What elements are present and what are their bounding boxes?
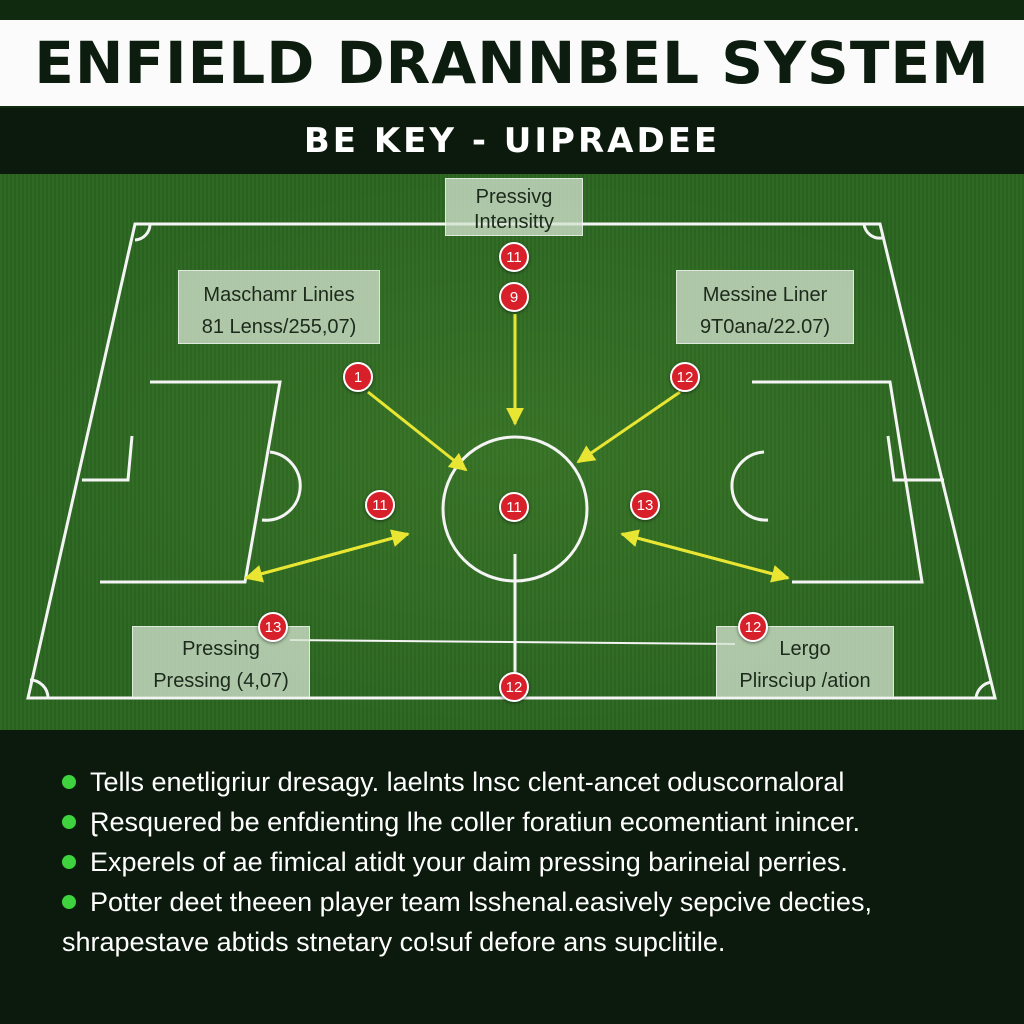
box-pressing-intensity: Pressivg Intensitty [445,178,583,236]
right-goal-box [886,435,944,482]
arrow-right-wing-return [620,529,789,580]
player-marker[interactable]: 9 [499,282,529,312]
arrow-left-to-center [367,390,468,472]
football-pitch: Pressivg Intensitty Maschamr Linies 81 L… [0,174,1024,730]
box-line: Messine Liner [702,284,828,306]
page-subtitle: BE KEY - UIPRADEE [303,121,721,161]
player-marker[interactable]: 12 [499,672,529,702]
corner-arc-tl [134,223,152,242]
box-line: Pressing [182,638,260,660]
corner-arc-br [974,680,993,699]
list-item-text: shrapestave abtids stnetary co!suf defor… [62,927,726,957]
player-marker[interactable]: 13 [630,490,660,520]
box-line: Pressing (4,07) [153,670,289,692]
player-marker[interactable]: 12 [738,612,768,642]
list-item-text: Experels of ae fimical atidt your daim p… [90,847,848,877]
pitch-lines [26,222,997,700]
list-item-text: Potter deet theeen player team lsshenal.… [90,887,872,917]
player-marker[interactable]: 12 [670,362,700,392]
player-marker[interactable]: 13 [258,612,288,642]
list-item: Tells enetligriur dresagy. laelnts lnsc … [62,762,992,802]
list-item: Ɽesquered be enfdienting lhe coller fora… [62,802,992,842]
pitch-boundary [26,222,997,700]
center-circle [441,435,589,583]
box-line: Maschamr Linies [203,284,355,306]
box-line: 81 Lenss/255,07) [201,316,357,338]
subtitle-banner: BE KEY - UIPRADEE [0,108,1024,174]
list-item-text: Tells enetligriur dresagy. laelnts lnsc … [90,767,845,797]
box-left-lines: Maschamr Linies 81 Lenss/255,07) [178,270,380,344]
notes-panel: Tells enetligriur dresagy. laelnts lnsc … [0,730,1024,1024]
corner-arc-tr [862,223,883,240]
title-banner: ENFIELD DRANNBEL SYSTEM [0,20,1024,106]
box-line: Plirscìup /ation [739,670,871,692]
left-penalty-arc [261,450,302,522]
box-line: Lergo [779,638,831,660]
list-item: Potter deet theeen player team lsshenal.… [62,882,992,922]
arrow-right-to-center [576,390,681,464]
list-item-continuation: shrapestave abtids stnetary co!suf defor… [34,922,992,962]
player-marker[interactable]: 11 [365,490,395,520]
player-marker[interactable]: 1 [343,362,373,392]
player-marker[interactable]: 11 [499,492,529,522]
corner-arc-bl [29,678,50,699]
bullet-dot-icon [62,895,76,909]
page-title: ENFIELD DRANNBEL SYSTEM [34,29,990,97]
right-penalty-box [752,380,924,584]
pitch-crossline [289,639,736,645]
right-penalty-arc [730,450,769,522]
left-penalty-box [100,380,282,584]
notes-list: Tells enetligriur dresagy. laelnts lnsc … [62,762,992,962]
box-right-lines: Messine Liner 9T0ana/22.07) [676,270,854,344]
left-goal-box [82,435,134,482]
bullet-dot-icon [62,775,76,789]
box-line: 9T0ana/22.07) [699,316,831,338]
list-item-text: Ɽesquered be enfdienting lhe coller fora… [90,807,860,837]
box-line: Intensitty [473,211,555,233]
bullet-dot-icon [62,815,76,829]
box-line: Pressivg [475,186,553,208]
bullet-dot-icon [62,855,76,869]
player-marker[interactable]: 11 [499,242,529,272]
list-item: Experels of ae fimical atidt your daim p… [62,842,992,882]
arrow-left-wing-return [245,529,410,580]
